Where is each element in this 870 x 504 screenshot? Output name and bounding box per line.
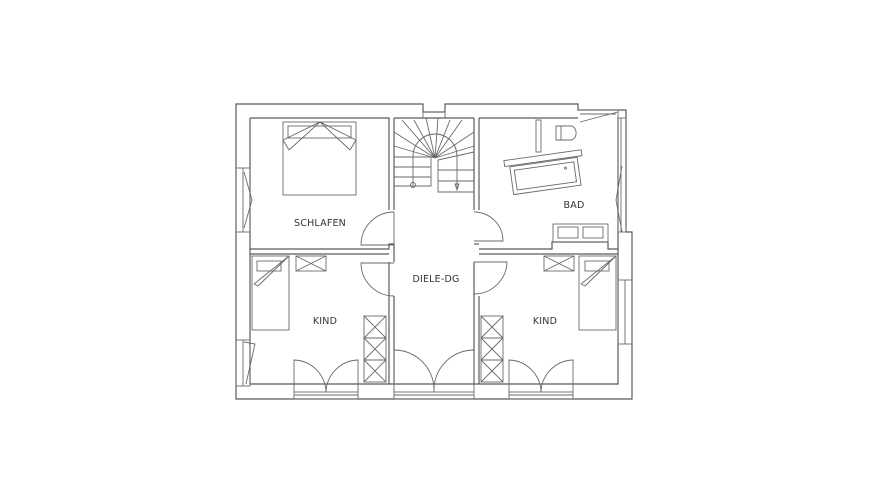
outer-walls [235,103,633,400]
room-label-kind-left: KIND [313,316,337,327]
doors [360,211,508,297]
interior-walls [250,117,618,384]
room-label-diele: DIELE-DG [412,274,459,285]
room-label-schlafen: SCHLAFEN [294,218,346,229]
bath-fixtures [503,119,609,243]
room-label-bad: BAD [564,200,585,211]
room-label-kind-right: KIND [533,316,557,327]
kid-bed-right [480,255,617,383]
kid-bed-left [251,255,387,383]
windows [235,109,633,400]
double-bed [282,121,357,196]
staircase [393,111,475,193]
